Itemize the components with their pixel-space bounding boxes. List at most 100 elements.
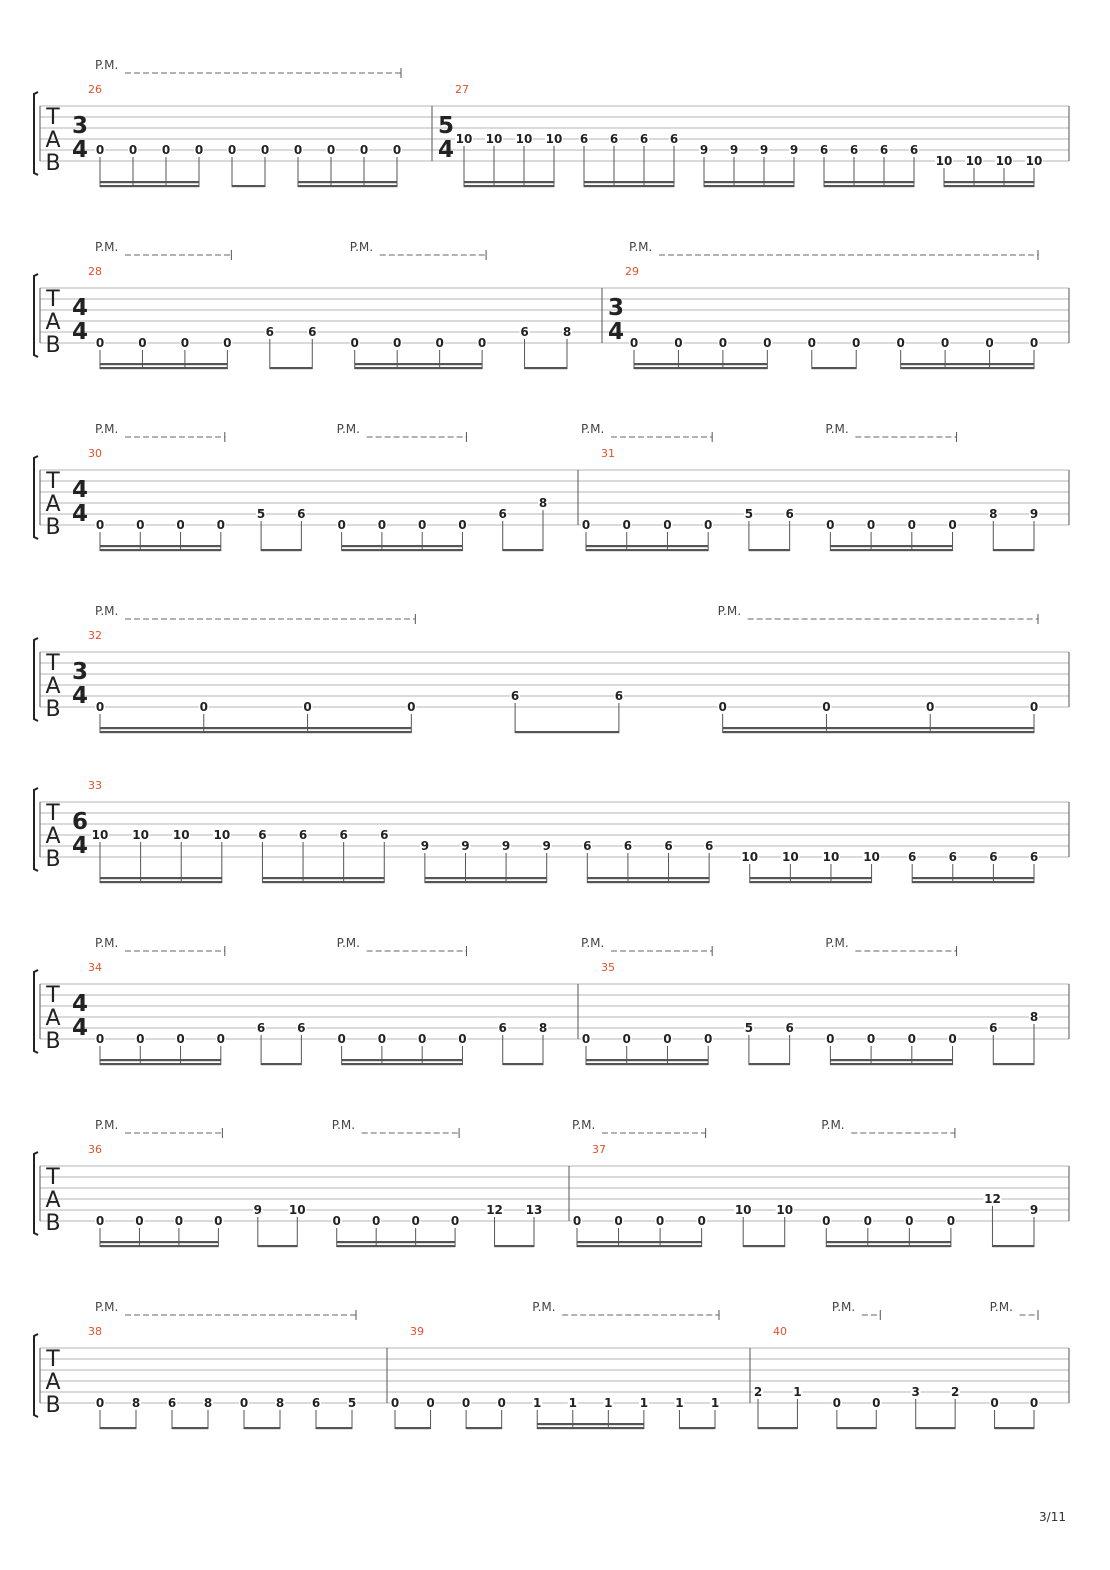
fret-number: 5 [348, 1396, 356, 1410]
tab-clef-letter: A [45, 1006, 60, 1031]
palm-mute-label: P.M. [337, 422, 360, 436]
beam [584, 185, 674, 188]
fret-mask [895, 337, 906, 349]
fret-mask [538, 497, 548, 509]
fret-mask [572, 1215, 582, 1227]
beam [257, 1245, 298, 1248]
fret-mask [307, 326, 318, 338]
beam [994, 1427, 1034, 1430]
fret-number: 0 [426, 1396, 434, 1410]
fret-number: 0 [630, 336, 638, 350]
beam [100, 185, 199, 188]
fret-mask [613, 1215, 624, 1227]
fret-number: 9 [1030, 507, 1038, 521]
fret-number: 0 [990, 1396, 998, 1410]
fret-number: 0 [826, 518, 834, 532]
beam [466, 1427, 502, 1430]
palm-mute-label: P.M. [350, 240, 373, 254]
palm-mute-label: P.M. [332, 1118, 355, 1132]
fret-mask [296, 508, 307, 520]
fret-number: 0 [908, 1032, 916, 1046]
fret-number: 0 [418, 518, 426, 532]
tab-clef-letter: A [45, 674, 60, 699]
fret-mask [172, 829, 191, 841]
fret-number: 10 [173, 828, 190, 842]
fret-mask [989, 1397, 1000, 1409]
beam [944, 185, 1034, 188]
fret-number: 0 [393, 336, 401, 350]
fret-number: 6 [949, 850, 957, 864]
fret-mask [336, 1033, 347, 1045]
fret-mask [256, 508, 267, 520]
fret-number: 6 [520, 325, 528, 339]
fret-mask [298, 829, 309, 841]
palm-mute-label: P.M. [825, 936, 848, 950]
fret-number: 13 [526, 1203, 543, 1217]
time-signature-denominator: 4 [72, 319, 88, 345]
palm-mute-label: P.M. [337, 936, 360, 950]
fret-number: 2 [754, 1385, 762, 1399]
fret-mask [904, 1215, 915, 1227]
fret-mask [988, 851, 999, 863]
beam [298, 185, 397, 188]
fret-mask [434, 337, 445, 349]
time-signature-denominator: 4 [72, 501, 88, 527]
fret-number: 9 [421, 839, 429, 853]
fret-mask [662, 519, 673, 531]
fret-number: 0 [327, 143, 335, 157]
fret-number: 0 [372, 1214, 380, 1228]
fret-mask [582, 840, 593, 852]
fret-mask [734, 1204, 753, 1216]
beam [749, 881, 872, 884]
fret-mask [501, 840, 512, 852]
fret-number: 6 [299, 828, 307, 842]
beam [524, 367, 567, 370]
fret-mask [567, 1397, 578, 1409]
beam [100, 727, 412, 730]
system-bracket [33, 91, 39, 176]
fret-number: 6 [308, 325, 316, 339]
fret-mask [621, 1033, 632, 1045]
fret-mask [371, 1215, 382, 1227]
fret-number: 12 [486, 1203, 503, 1217]
fret-number: 0 [337, 1032, 345, 1046]
fret-number: 0 [181, 336, 189, 350]
tab-clef-letter: T [45, 469, 60, 494]
fret-number: 0 [176, 518, 184, 532]
fret-number: 1 [675, 1396, 683, 1410]
beam [915, 1427, 956, 1430]
fret-number: 0 [217, 518, 225, 532]
palm-mute-label: P.M. [95, 58, 118, 72]
beam [354, 367, 483, 370]
beam [244, 1427, 280, 1430]
fret-number: 0 [867, 1032, 875, 1046]
fret-mask [906, 1033, 917, 1045]
fret-mask [497, 1022, 508, 1034]
fret-mask [545, 133, 563, 145]
fret-number: 6 [339, 828, 347, 842]
fret-mask [336, 519, 347, 531]
fret-mask [95, 1397, 105, 1409]
fret-mask [302, 701, 313, 713]
fret-mask [581, 519, 591, 531]
fret-mask [759, 144, 769, 156]
fret-number: 0 [351, 336, 359, 350]
palm-mute-label: P.M. [95, 604, 118, 618]
fret-mask [909, 144, 919, 156]
tab-clef-letter: T [45, 983, 60, 1008]
fret-number: 10 [546, 132, 563, 146]
beam [262, 877, 385, 880]
fret-mask [995, 155, 1013, 167]
time-signature-numerator: 3 [608, 295, 624, 321]
fret-mask [699, 144, 709, 156]
fret-mask [910, 1386, 921, 1398]
fret-mask [457, 519, 468, 531]
fret-number: 0 [418, 1032, 426, 1046]
fret-mask [496, 1397, 507, 1409]
fret-number: 0 [674, 336, 682, 350]
fret-mask [349, 337, 360, 349]
fret-number: 0 [948, 518, 956, 532]
fret-mask [417, 1033, 428, 1045]
beam [900, 367, 1034, 370]
